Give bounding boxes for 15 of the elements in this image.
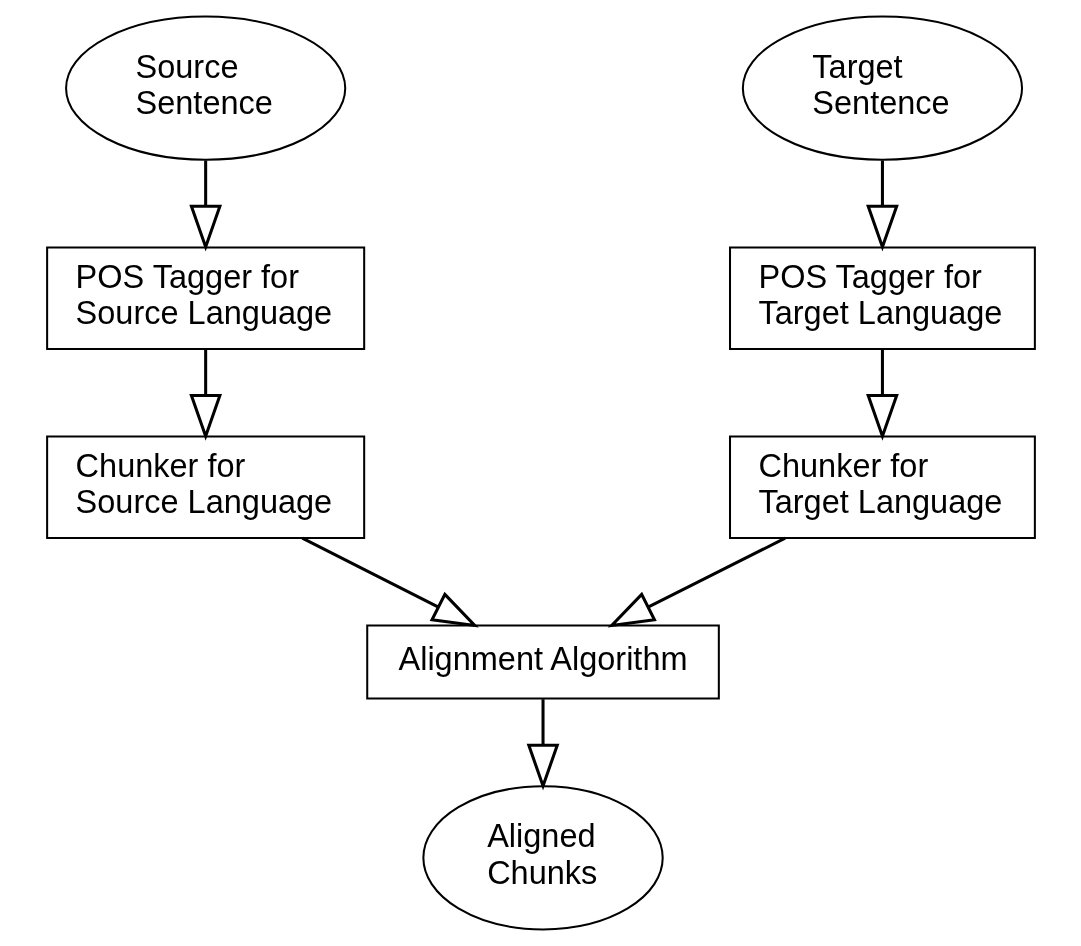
node-ellipse: Aligned Chunks bbox=[421, 785, 664, 931]
arrow bbox=[526, 699, 559, 791]
arrow bbox=[188, 160, 222, 252]
arrow bbox=[865, 349, 899, 441]
node-box: POS Tagger for Target Language bbox=[728, 246, 1036, 351]
arrow bbox=[607, 536, 786, 628]
node-ellipse: Target Sentence bbox=[741, 15, 1023, 161]
node-box: Chunker for Target Language bbox=[728, 435, 1036, 540]
arrow bbox=[188, 349, 222, 441]
node-box: POS Tagger for Source Language bbox=[45, 246, 365, 351]
arrow bbox=[301, 536, 479, 628]
node-box: Chunker for Source Language bbox=[45, 435, 365, 540]
arrow bbox=[865, 160, 899, 252]
node-ellipse: Source Sentence bbox=[64, 15, 346, 161]
node-box: Alignment Algorithm bbox=[365, 624, 720, 700]
